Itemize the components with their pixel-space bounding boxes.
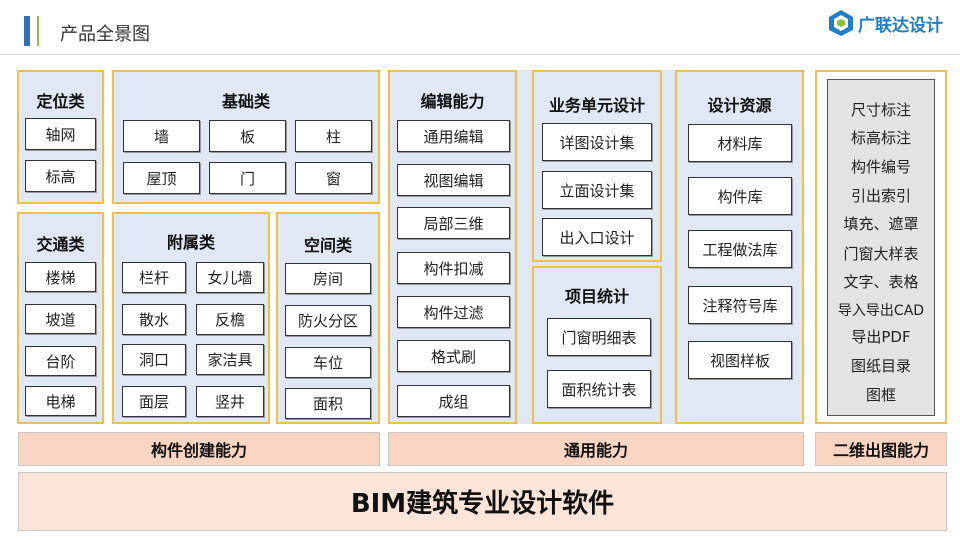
item-cell: 反檐 xyxy=(196,304,264,335)
list-item: 构件编号 xyxy=(850,158,911,176)
item-cell: 电梯 xyxy=(25,386,96,416)
item-cell: 散水 xyxy=(122,304,186,335)
item-cell: 屋顶 xyxy=(123,162,200,194)
item-cell: 窗 xyxy=(295,162,372,194)
group-title: 基础类 xyxy=(221,92,270,111)
group-erwei: 尺寸标注 标高标注 构件编号 引出索引 填充、遮罩 门窗大样表 文字、表格 导入… xyxy=(815,70,947,424)
item-cell: 板 xyxy=(209,120,286,152)
group-yewu: 业务单元设计 详图设计集 立面设计集 出入口设计 xyxy=(532,70,662,262)
list-item: 图框 xyxy=(865,386,896,404)
list-item: 文字、表格 xyxy=(843,273,919,291)
item-cell: 楼梯 xyxy=(25,262,96,292)
item-cell: 局部三维 xyxy=(397,207,510,239)
item-cell: 格式刷 xyxy=(397,340,510,372)
group-title: 定位类 xyxy=(36,92,85,111)
logo-icon xyxy=(829,10,853,36)
item-cell: 工程做法库 xyxy=(688,230,792,268)
group-title: 编辑能力 xyxy=(420,92,485,111)
item-cell: 车位 xyxy=(285,347,371,378)
item-cell: 标高 xyxy=(25,160,96,192)
group-title: 业务单元设计 xyxy=(548,96,645,115)
item-cell: 房间 xyxy=(285,263,371,294)
base-platform: BIM建筑专业设计软件 xyxy=(18,472,947,531)
item-cell: 注释符号库 xyxy=(688,286,792,324)
item-cell: 面积 xyxy=(285,388,371,419)
item-cell: 轴网 xyxy=(25,118,96,150)
list-item: 填充、遮罩 xyxy=(843,215,919,233)
list-item: 尺寸标注 xyxy=(850,101,911,119)
erwei-list: 尺寸标注 标高标注 构件编号 引出索引 填充、遮罩 门窗大样表 文字、表格 导入… xyxy=(827,79,935,416)
page-title: 产品全景图 xyxy=(60,24,150,45)
logo-text: 广联达设计 xyxy=(858,15,943,36)
item-cell: 家洁具 xyxy=(196,344,264,375)
group-title: 项目统计 xyxy=(564,287,629,306)
band-erwei: 二维出图能力 xyxy=(815,432,947,466)
logo: 广联达设计 xyxy=(828,6,958,40)
title-accent-line xyxy=(37,16,39,46)
item-cell: 墙 xyxy=(123,120,200,152)
item-cell: 防火分区 xyxy=(285,305,371,336)
item-cell: 通用编辑 xyxy=(397,120,510,152)
group-title: 交通类 xyxy=(36,235,85,254)
group-title: 附属类 xyxy=(166,233,215,252)
item-cell: 立面设计集 xyxy=(542,171,652,209)
list-item: 导出PDF xyxy=(851,328,911,346)
item-cell: 面层 xyxy=(122,386,186,417)
item-cell: 洞口 xyxy=(122,344,186,375)
list-item: 门窗大样表 xyxy=(843,245,919,263)
item-cell: 柱 xyxy=(295,120,372,152)
item-cell: 门 xyxy=(209,162,286,194)
item-cell: 视图编辑 xyxy=(397,164,510,196)
band-tongyong: 通用能力 xyxy=(388,432,804,466)
item-cell: 台阶 xyxy=(25,346,96,376)
header-divider xyxy=(0,54,960,55)
item-cell: 视图样板 xyxy=(688,341,792,379)
group-title: 空间类 xyxy=(303,236,352,255)
group-dingwei: 定位类 轴网 标高 xyxy=(17,70,104,204)
list-item: 导入导出CAD xyxy=(837,303,925,319)
item-cell: 坡道 xyxy=(25,304,96,334)
item-cell: 栏杆 xyxy=(122,262,186,293)
group-xiangmu: 项目统计 门窗明细表 面积统计表 xyxy=(532,266,662,424)
group-ziyuan: 设计资源 材料库 构件库 工程做法库 注释符号库 视图样板 xyxy=(675,70,804,424)
item-cell: 竖井 xyxy=(196,386,264,417)
item-cell: 详图设计集 xyxy=(542,123,652,161)
group-kongjian: 空间类 房间 防火分区 车位 面积 xyxy=(276,212,380,424)
item-cell: 成组 xyxy=(397,385,510,417)
item-cell: 女儿墙 xyxy=(196,262,264,293)
title-accent-bar xyxy=(24,16,30,46)
item-cell: 门窗明细表 xyxy=(547,318,651,356)
item-cell: 构件库 xyxy=(688,177,792,215)
item-cell: 面积统计表 xyxy=(547,370,651,408)
group-fushu: 附属类 栏杆 女儿墙 散水 反檐 洞口 家洁具 面层 竖井 xyxy=(112,212,270,424)
group-jichu: 基础类 墙 板 柱 屋顶 门 窗 xyxy=(112,70,380,204)
item-cell: 构件扣减 xyxy=(397,252,510,284)
list-item: 图纸目录 xyxy=(850,357,911,375)
group-title: 设计资源 xyxy=(707,96,772,115)
group-bianji: 编辑能力 通用编辑 视图编辑 局部三维 构件扣减 构件过滤 格式刷 成组 xyxy=(388,70,517,424)
list-item: 标高标注 xyxy=(850,129,911,147)
list-item: 引出索引 xyxy=(850,187,911,205)
item-cell: 出入口设计 xyxy=(542,218,652,256)
item-cell: 材料库 xyxy=(688,124,792,162)
group-jiaotong: 交通类 楼梯 坡道 台阶 电梯 xyxy=(17,212,104,424)
item-cell: 构件过滤 xyxy=(397,296,510,328)
band-goujian: 构件创建能力 xyxy=(18,432,380,466)
